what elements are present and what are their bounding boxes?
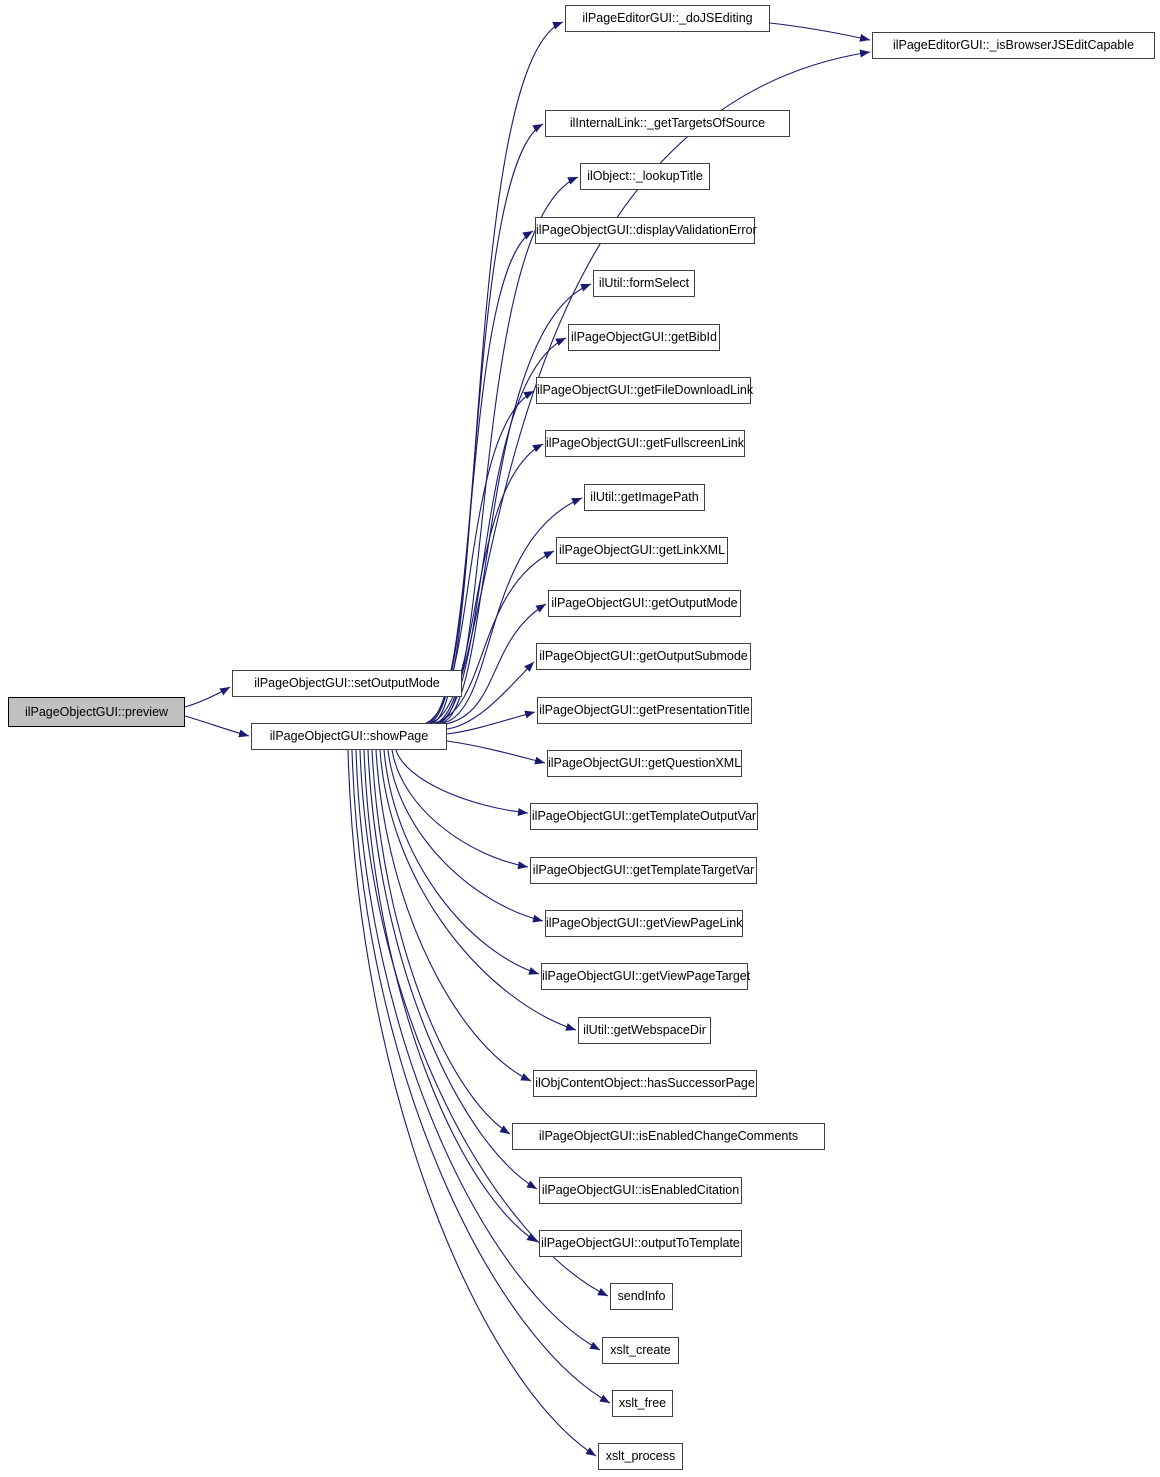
node-getImagePath[interactable]: ilUtil::getImagePath bbox=[584, 484, 705, 511]
node-hasSuccessorPage[interactable]: ilObjContentObject::hasSuccessorPage bbox=[533, 1070, 757, 1097]
edge-showPage-hasSuccessorPage bbox=[375, 749, 532, 1082]
node-xslt_create[interactable]: xslt_create bbox=[602, 1337, 679, 1364]
edge-showPage-getTemplateTargetVar bbox=[391, 749, 529, 870]
edge-showPage-outputToTemplate bbox=[363, 749, 538, 1243]
edge-preview-showPage bbox=[184, 715, 250, 738]
node-getBibId[interactable]: ilPageObjectGUI::getBibId bbox=[568, 324, 720, 351]
node-getQuestionXML[interactable]: ilPageObjectGUI::getQuestionXML bbox=[547, 750, 742, 777]
edge-showPage-getViewPageLink bbox=[387, 749, 544, 923]
edge-showPage-doJSEditing bbox=[432, 21, 564, 724]
node-showPage[interactable]: ilPageObjectGUI::showPage bbox=[251, 723, 447, 750]
edge-showPage-getViewPageTarget bbox=[383, 749, 540, 975]
node-getWebspaceDir[interactable]: ilUtil::getWebspaceDir bbox=[578, 1017, 711, 1044]
node-preview[interactable]: ilPageObjectGUI::preview bbox=[8, 697, 185, 727]
node-getFullscreenLink[interactable]: ilPageObjectGUI::getFullscreenLink bbox=[545, 430, 745, 457]
node-getOutputMode[interactable]: ilPageObjectGUI::getOutputMode bbox=[548, 590, 741, 617]
edge-showPage-displayValidationError bbox=[427, 230, 534, 724]
edge-showPage-xslt_process bbox=[347, 749, 597, 1457]
edge-showPage-isEnabledChangeComments bbox=[371, 749, 511, 1135]
node-isEnabledCitation[interactable]: ilPageObjectGUI::isEnabledCitation bbox=[539, 1177, 742, 1204]
edge-showPage-getFullscreenLink bbox=[430, 443, 544, 724]
node-formSelect[interactable]: ilUtil::formSelect bbox=[593, 270, 695, 297]
edge-showPage-getLinkXML bbox=[434, 550, 555, 724]
node-xslt_free[interactable]: xslt_free bbox=[612, 1390, 673, 1417]
node-getViewPageTarget[interactable]: ilPageObjectGUI::getViewPageTarget bbox=[541, 963, 750, 990]
node-isBrowserJSEditCapable[interactable]: ilPageEditorGUI::_isBrowserJSEditCapable bbox=[872, 32, 1155, 59]
node-getLinkXML[interactable]: ilPageObjectGUI::getLinkXML bbox=[556, 537, 728, 564]
edge-showPage-getQuestionXML bbox=[446, 740, 546, 765]
node-getOutputSubmode[interactable]: ilPageObjectGUI::getOutputSubmode bbox=[536, 643, 751, 670]
node-displayValidationError[interactable]: ilPageObjectGUI::displayValidationError bbox=[535, 217, 757, 244]
edge-showPage-getTargetsOfSource bbox=[429, 123, 544, 724]
edge-showPage-sendInfo bbox=[359, 749, 609, 1297]
node-outputToTemplate[interactable]: ilPageObjectGUI::outputToTemplate bbox=[539, 1230, 742, 1257]
edge-preview-setOutputMode bbox=[184, 686, 231, 708]
node-sendInfo[interactable]: sendInfo bbox=[610, 1283, 673, 1310]
node-getTemplateTargetVar[interactable]: ilPageObjectGUI::getTemplateTargetVar bbox=[530, 857, 757, 884]
edge-doJSEditing-isBrowserJSEditCapable bbox=[769, 22, 871, 42]
edge-showPage-xslt_create bbox=[355, 749, 601, 1351]
edge-showPage-xslt_free bbox=[351, 749, 611, 1404]
edge-showPage-getOutputMode bbox=[445, 603, 547, 725]
edge-showPage-getTemplateOutputVar bbox=[395, 749, 529, 816]
node-lookupTitle[interactable]: ilObject::_lookupTitle bbox=[580, 163, 710, 190]
node-doJSEditing[interactable]: ilPageEditorGUI::_doJSEditing bbox=[565, 5, 770, 32]
edge-showPage-isEnabledCitation bbox=[367, 749, 538, 1190]
node-isEnabledChangeComments[interactable]: ilPageObjectGUI::isEnabledChangeComments bbox=[512, 1123, 825, 1150]
edge-showPage-getOutputSubmode bbox=[446, 661, 535, 730]
node-getViewPageLink[interactable]: ilPageObjectGUI::getViewPageLink bbox=[545, 910, 743, 937]
node-xslt_process[interactable]: xslt_process bbox=[598, 1443, 683, 1470]
node-getTemplateOutputVar[interactable]: ilPageObjectGUI::getTemplateOutputVar bbox=[530, 803, 758, 830]
node-setOutputMode[interactable]: ilPageObjectGUI::setOutputMode bbox=[232, 670, 462, 697]
node-getTargetsOfSource[interactable]: ilInternalLink::_getTargetsOfSource bbox=[545, 110, 790, 137]
edge-showPage-getBibId bbox=[437, 337, 567, 724]
node-getFileDownloadLink[interactable]: ilPageObjectGUI::getFileDownloadLink bbox=[536, 377, 753, 404]
node-getPresentationTitle[interactable]: ilPageObjectGUI::getPresentationTitle bbox=[537, 697, 752, 724]
edge-showPage-getWebspaceDir bbox=[379, 749, 577, 1031]
edge-showPage-getFileDownloadLink bbox=[425, 390, 535, 724]
edge-showPage-getPresentationTitle bbox=[446, 710, 536, 735]
